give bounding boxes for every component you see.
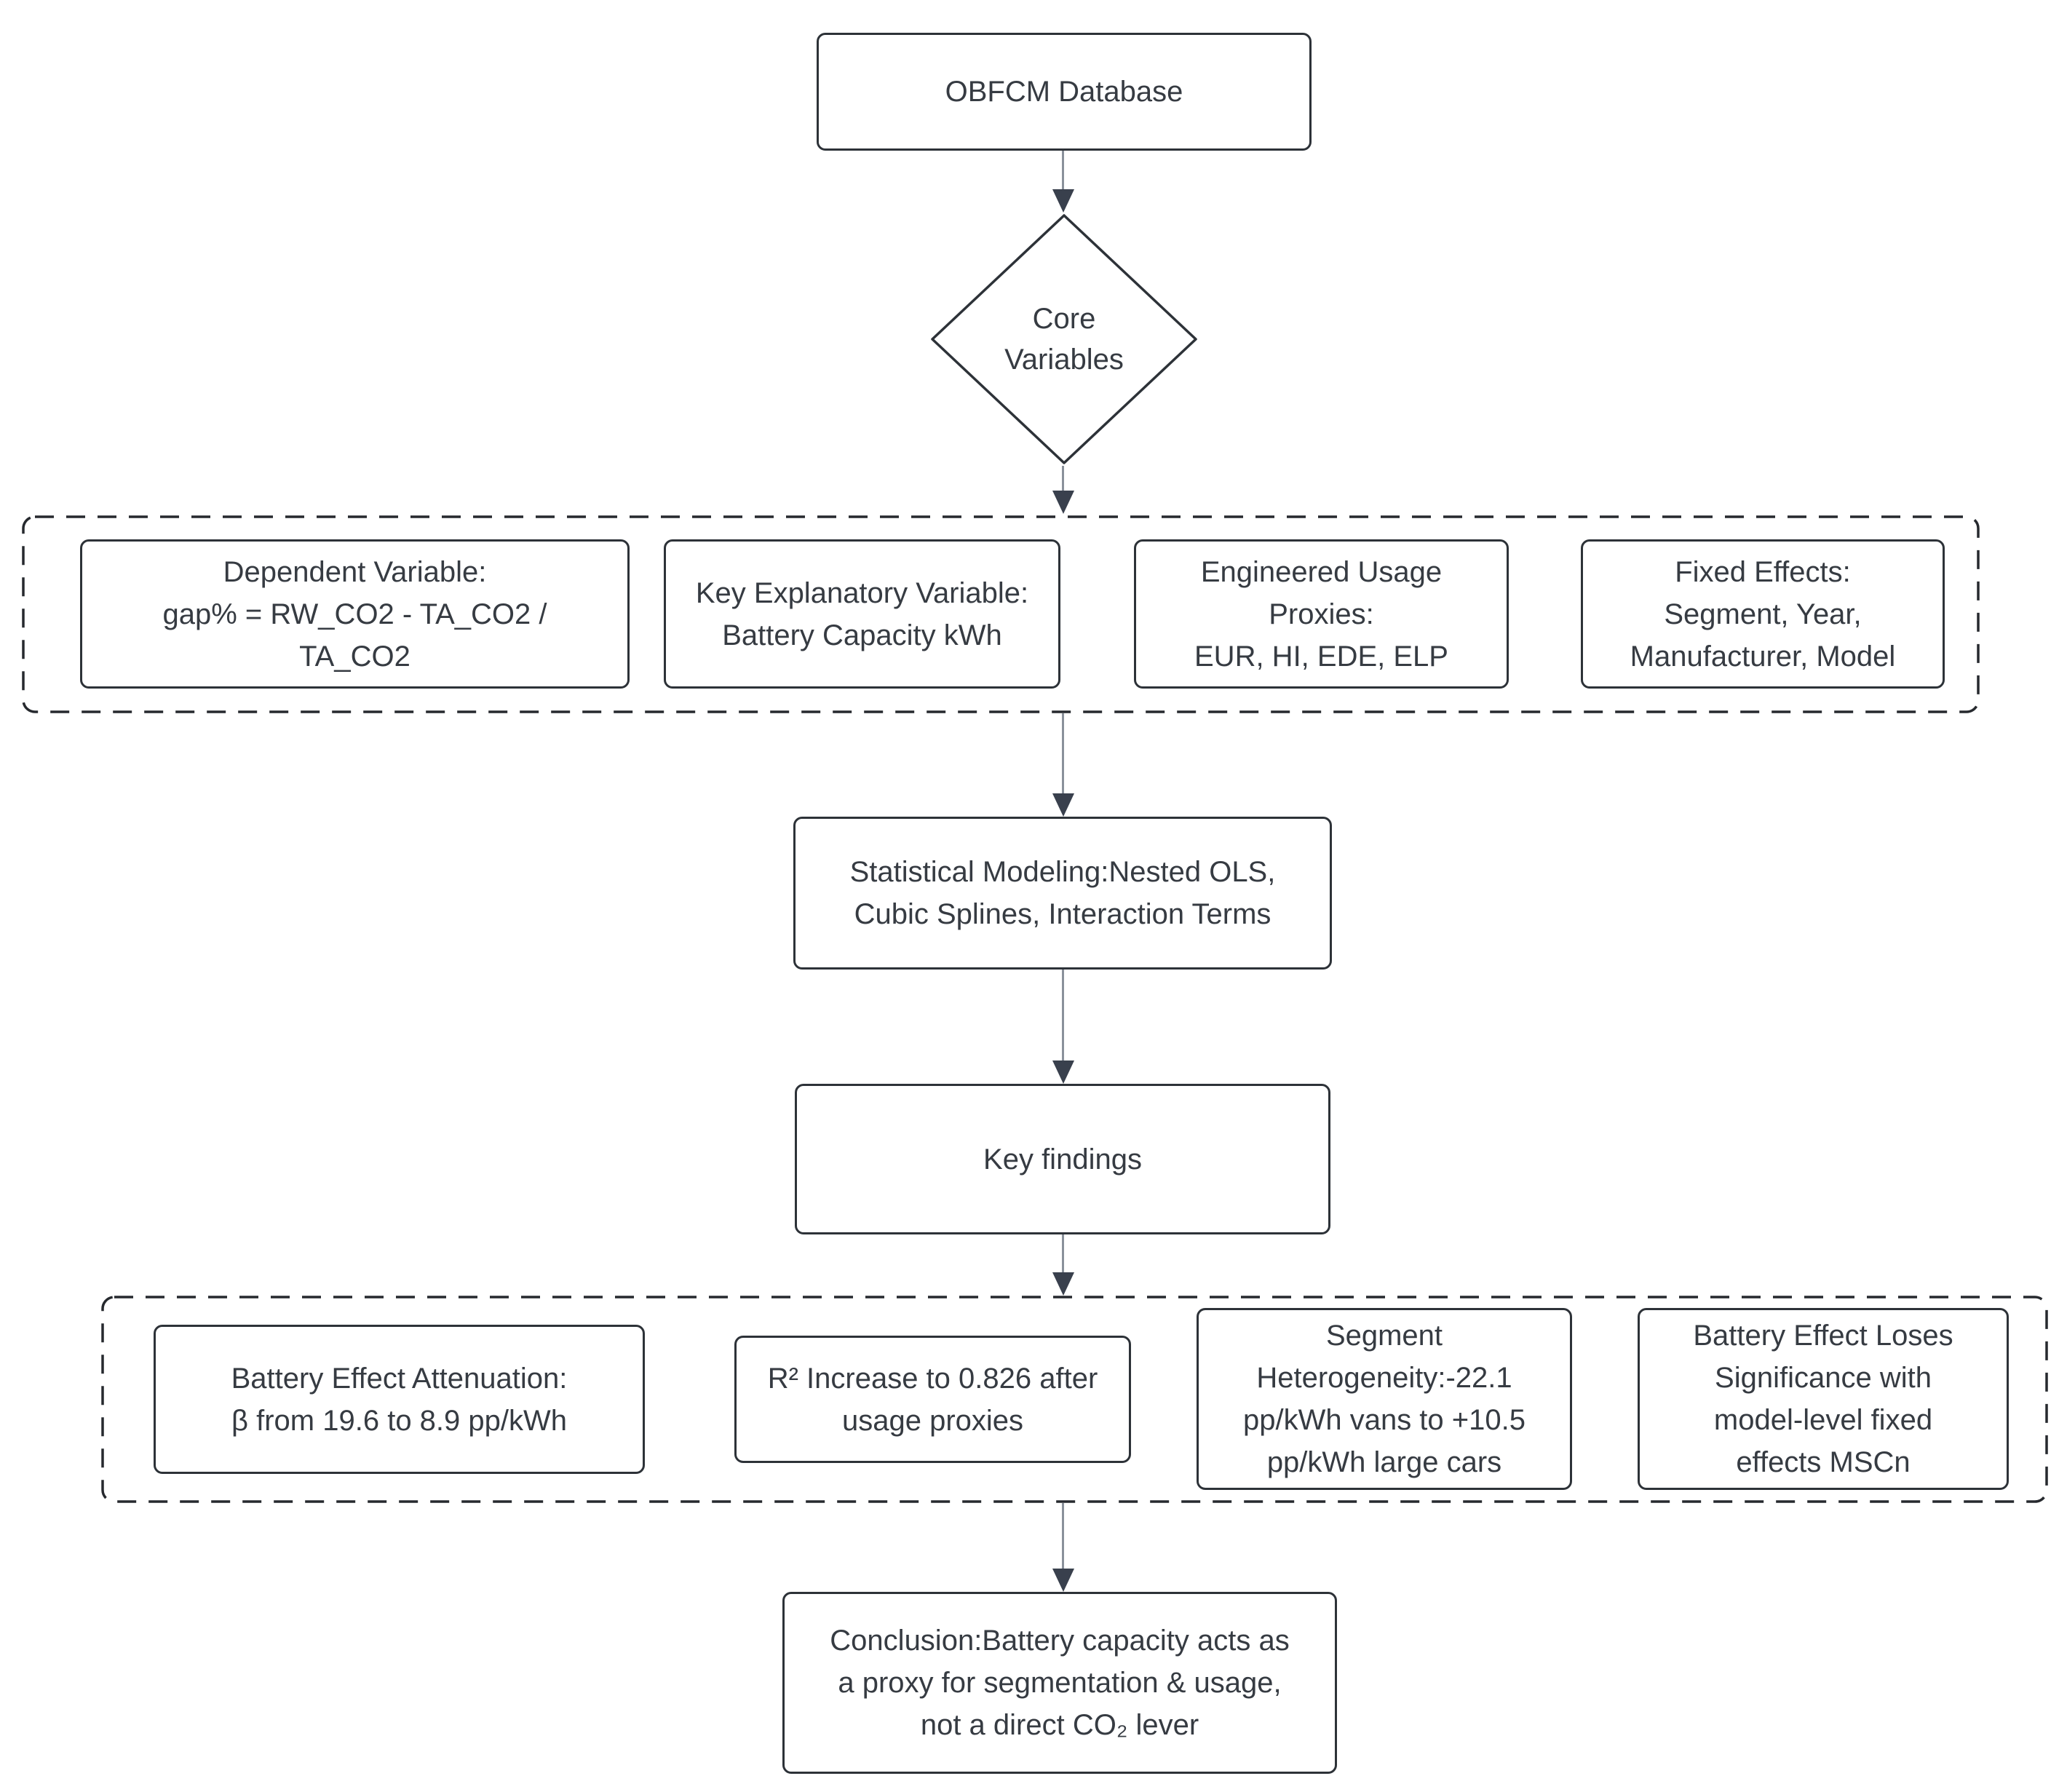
node-fixed-effects: Fixed Effects: Segment, Year, Manufactur… — [1581, 539, 1945, 689]
node-key-findings: Key findings — [795, 1084, 1330, 1234]
node-engineered-usage-proxies: Engineered Usage Proxies: EUR, HI, EDE, … — [1134, 539, 1509, 689]
node-segment-heterogeneity: Segment Heterogeneity:-22.1 pp/kWh vans … — [1197, 1308, 1572, 1490]
arrow-key-findings-to-findings-group — [1052, 1234, 1074, 1296]
arrowhead-icon — [1052, 1569, 1074, 1592]
arrowhead-icon — [1052, 793, 1074, 817]
node-battery-effect-loses-significance: Battery Effect Loses Significance with m… — [1638, 1308, 2009, 1490]
dashed-border — [22, 515, 1980, 713]
node-dependent-variable: Dependent Variable: gap% = RW_CO2 - TA_C… — [80, 539, 630, 689]
node-statistical-modeling: Statistical Modeling:Nested OLS, Cubic S… — [793, 817, 1332, 970]
arrowhead-icon — [1052, 189, 1074, 213]
arrow-variables-to-modeling — [1052, 713, 1074, 817]
node-core-variables-label: Core Variables — [1004, 303, 1124, 376]
dashed-border — [101, 1296, 2048, 1503]
arrow-database-to-core-variables — [1052, 151, 1074, 213]
group-core-variables: Dependent Variable: gap% = RW_CO2 - TA_C… — [22, 515, 1980, 713]
node-core-variables: Core Variables — [929, 213, 1199, 466]
node-obfcm-database: OBFCM Database — [817, 33, 1312, 151]
node-r2-increase: R² Increase to 0.826 after usage proxies — [734, 1336, 1131, 1463]
arrowhead-icon — [1052, 1060, 1074, 1084]
node-conclusion: Conclusion:Battery capacity acts as a pr… — [782, 1592, 1337, 1774]
arrow-findings-to-conclusion — [1052, 1503, 1074, 1592]
node-key-explanatory-variable: Key Explanatory Variable: Battery Capaci… — [664, 539, 1060, 689]
arrowhead-icon — [1052, 1272, 1074, 1296]
group-findings: Battery Effect Attenuation: β from 19.6 … — [101, 1296, 2048, 1503]
arrowhead-icon — [1052, 491, 1074, 514]
diamond-shape — [931, 214, 1197, 464]
arrow-modeling-to-key-findings — [1052, 970, 1074, 1084]
node-battery-effect-attenuation: Battery Effect Attenuation: β from 19.6 … — [154, 1325, 645, 1474]
arrow-core-variables-to-variables-group — [1052, 466, 1074, 514]
